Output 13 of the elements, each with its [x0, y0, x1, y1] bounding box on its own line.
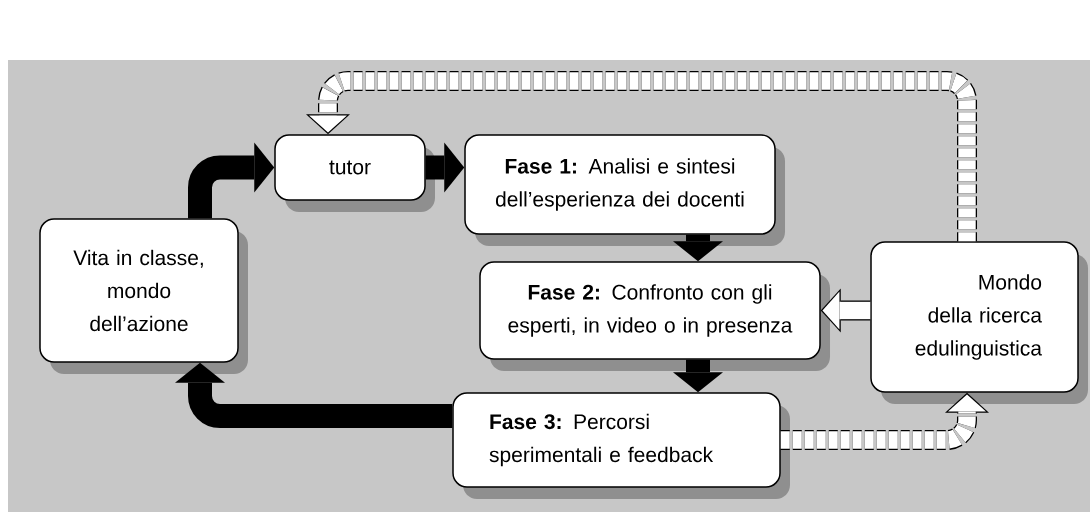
process-box: Fase 1: Analisi e sintesi dell’esperienza dei docenti — [464, 134, 785, 246]
process-box: tutor — [274, 134, 435, 212]
arrow — [820, 288, 871, 333]
arrow — [306, 71, 977, 242]
process-box: Fase 2: Confronto con gli esperti, in video o in presenza — [479, 261, 830, 371]
arrow — [175, 362, 453, 428]
arrow — [673, 359, 723, 393]
arrow — [673, 234, 723, 262]
process-box: Mondo della ricerca edulinguistica — [870, 241, 1088, 404]
process-box: Vita in classe, mondo dell’azione — [39, 218, 248, 374]
process-box: Fase 3: Percorsi sperimentali e feedback — [452, 392, 790, 499]
arrow — [780, 392, 989, 450]
arrow — [425, 142, 465, 193]
